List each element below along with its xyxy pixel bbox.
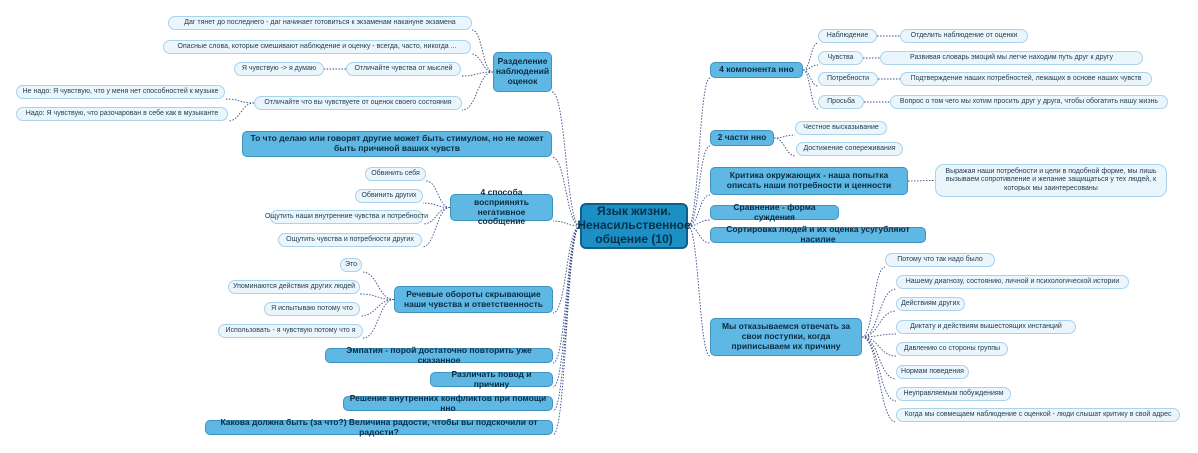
leaf-feelings-vs-state[interactable]: Отличайте что вы чувствуете от оценок св… — [254, 96, 462, 110]
branch-distinguish[interactable]: Различать повод и причину — [430, 369, 553, 388]
connector-line — [362, 299, 395, 339]
connector-line — [861, 266, 886, 338]
connector-line — [861, 310, 897, 338]
connector-line — [687, 145, 711, 227]
branch-joy[interactable]: Какова должна быть (за что?) Величина ра… — [205, 417, 553, 436]
leaf-observation-detail[interactable]: Отделить наблюдение от оценки — [900, 29, 1028, 43]
leaf-norms[interactable]: Нормам поведения — [896, 365, 969, 379]
connector-line — [471, 29, 494, 73]
leaf-others-actions-right[interactable]: Действиям других — [896, 297, 965, 311]
connector-line — [421, 207, 451, 248]
leaf-impulses[interactable]: Неуправляемым побуждениям — [896, 387, 1011, 401]
connector-line — [861, 336, 897, 402]
connector-line — [552, 225, 581, 388]
connector-line — [802, 42, 819, 71]
connector-line — [552, 225, 581, 364]
leaf-do-example[interactable]: Надо: Я чувствую, что разочарован в себе… — [16, 107, 228, 121]
connector-line — [687, 194, 711, 227]
connector-line — [227, 102, 255, 122]
leaf-needs-detail[interactable]: Подтверждение наших потребностей, лежащи… — [900, 72, 1152, 86]
branch-four-ways[interactable]: 4 способа восприянять негативное сообщен… — [450, 187, 553, 226]
branch-four-components[interactable]: 4 компонента нно — [710, 62, 803, 78]
leaf-feel-think-example[interactable]: Я чувствую -> я думаю — [234, 62, 324, 76]
leaf-feelings-detail[interactable]: Развивая словарь эмоций мы легче находим… — [880, 51, 1143, 65]
connector-line — [461, 71, 494, 111]
leaf-authority[interactable]: Диктату и действиям вышестоящих инстанци… — [896, 320, 1076, 334]
branch-conflicts[interactable]: Решение внутренних конфликтов при помощи… — [343, 393, 553, 412]
connector-line — [470, 53, 494, 73]
leaf-blame-self[interactable]: Обвинить себя — [365, 167, 426, 181]
connector-line — [802, 64, 819, 71]
leaf-group-pressure[interactable]: Давлению со стороны группы — [896, 342, 1008, 356]
connector-line — [552, 220, 581, 227]
leaf-needs[interactable]: Потребности — [818, 72, 878, 86]
connector-line — [224, 98, 255, 104]
connector-line — [422, 207, 451, 225]
connector-line — [773, 134, 796, 139]
connector-line — [861, 333, 897, 338]
leaf-dangerous-words[interactable]: Опасные слова, которые смешивают наблюде… — [163, 40, 471, 54]
leaf-had-to[interactable]: Потому что так надо было — [885, 253, 995, 267]
branch-speech-patterns[interactable]: Речевые обороты скрывающие наши чувства … — [394, 286, 553, 313]
connector-line — [422, 202, 451, 208]
connector-line — [552, 225, 581, 412]
branch-stimulus[interactable]: То что делаю или говорят другие может бы… — [242, 131, 552, 157]
leaf-honest-expression[interactable]: Честное высказывание — [795, 121, 887, 135]
branch-refuse-responsibility[interactable]: Мы отказываемся отвечать за свои поступк… — [710, 318, 862, 356]
connector-line — [861, 288, 897, 338]
branch-empathy[interactable]: Эмпатия - порой достаточно повторить уже… — [325, 345, 553, 364]
branch-sorting[interactable]: Сортировка людей и их оценка усугубляют … — [710, 224, 926, 244]
connector-line — [861, 336, 897, 380]
branch-comparison[interactable]: Сравнение - форма суждения — [710, 202, 839, 221]
connector-line — [773, 137, 797, 157]
connector-line — [861, 336, 897, 423]
leaf-empathy-achievement[interactable]: Достижение сопереживания — [796, 142, 903, 156]
connector-line — [551, 156, 581, 227]
leaf-others-actions[interactable]: Упоминаются действия других людей — [228, 280, 360, 294]
connector-line — [425, 180, 451, 208]
leaf-separation-example[interactable]: Даг тянет до последнего - даг начинает г… — [168, 16, 472, 30]
leaf-observation[interactable]: Наблюдение — [818, 29, 877, 43]
connector-line — [552, 225, 581, 314]
branch-criticism[interactable]: Критика окружающих - наша попытка описат… — [710, 167, 908, 195]
connector-line — [359, 293, 395, 300]
connector-line — [552, 225, 581, 436]
leaf-others-feelings[interactable]: Ощутить чувства и потребности других — [278, 233, 422, 247]
leaf-feelings[interactable]: Чувства — [818, 51, 863, 65]
connector-line — [802, 69, 819, 87]
connector-line — [802, 69, 819, 110]
leaf-use-i-feel[interactable]: Использовать - я чувствую потому что я — [218, 324, 363, 338]
branch-separation[interactable]: Разделение наблюдений оценок — [493, 52, 552, 92]
connector-line — [361, 271, 395, 300]
connector-line — [687, 77, 711, 227]
connector-line — [687, 225, 711, 244]
branch-two-parts[interactable]: 2 части нно — [710, 130, 774, 146]
leaf-feelings-vs-thoughts[interactable]: Отличайте чувства от мыслей — [346, 62, 461, 76]
connector-line — [551, 91, 581, 227]
leaf-own-feelings[interactable]: Ощутить наши внутренние чувства и потреб… — [265, 210, 428, 224]
central-topic[interactable]: Язык жизни. Ненасильственное общение (10… — [577, 203, 691, 249]
connector-line — [359, 299, 395, 317]
leaf-diagnosis[interactable]: Нашему диагнозу, состоянию, личной и пси… — [896, 275, 1129, 289]
leaf-it[interactable]: Это — [340, 258, 362, 272]
connector-line — [687, 225, 711, 357]
leaf-criticism-note[interactable]: Выражая наши потребности и цели в подобн… — [935, 164, 1167, 197]
leaf-request-detail[interactable]: Вопрос о том чего мы хотим просить друг … — [890, 95, 1168, 109]
leaf-request[interactable]: Просьба — [818, 95, 864, 109]
leaf-dont-example[interactable]: Не надо: Я чувствую, что у меня нет спос… — [16, 85, 225, 99]
leaf-blame-others[interactable]: Обвинить других — [355, 189, 423, 203]
connector-line — [907, 180, 936, 182]
connector-line — [460, 71, 494, 77]
leaf-observation-evaluation[interactable]: Когда мы совмещаем наблюдение с оценкой … — [896, 408, 1180, 422]
leaf-because[interactable]: Я испытываю потому что — [264, 302, 360, 316]
